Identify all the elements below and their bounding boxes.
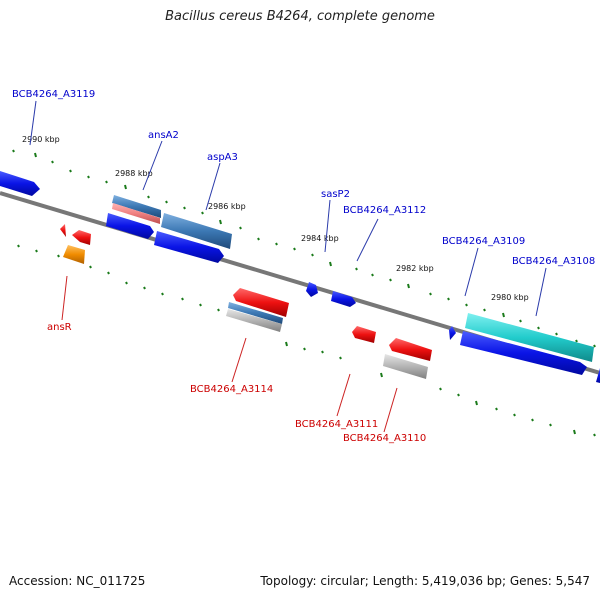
gene-feature-A3108[interactable] [460,331,587,375]
kbp-label-2986: 2986 kbp [208,202,246,211]
leader-ansR [61,275,68,321]
gene-feature-A3114-bar[interactable] [228,302,283,324]
gene-feature-sasP2[interactable] [306,282,318,297]
leader-A3114 [231,337,247,383]
gene-feature-A3110-gray[interactable] [383,354,428,379]
gene-features [0,171,600,383]
gene-feature-edge[interactable] [596,368,600,383]
gene-feature-A3114-gray[interactable] [226,309,282,332]
leader-ansA2 [142,140,163,191]
gene-label-A3114[interactable]: BCB4264_A3114 [190,384,273,395]
leader-A3111 [336,373,351,417]
kbp-label-2982: 2982 kbp [396,264,434,273]
gene-feature-aspA3-bar[interactable] [161,213,232,249]
gene-feature-A3119[interactable] [0,171,40,196]
gene-feature-ansR-small[interactable] [60,224,66,237]
gene-label-aspA3[interactable]: aspA3 [207,152,238,163]
leader-sasP2 [324,199,331,253]
leader-aspA3 [205,162,221,211]
gene-feature-A3114[interactable] [233,288,289,317]
gene-label-ansR[interactable]: ansR [47,322,72,333]
leader-A3110 [383,387,398,433]
map-title-overlay: Bacillus cereus B4264, complete genome [165,9,435,24]
gene-label-A3109[interactable]: BCB4264_A3109 [442,236,525,247]
gene-label-A3112[interactable]: BCB4264_A3112 [343,205,426,216]
leader-A3119 [29,100,37,146]
gene-feature-A3110[interactable] [389,338,432,361]
gene-label-ansA2[interactable]: ansA2 [148,130,179,141]
gene-label-A3119[interactable]: BCB4264_A3119 [12,89,95,100]
gene-feature-A3112[interactable] [331,291,356,307]
gene-feature-A3109-arrow[interactable] [449,326,456,340]
leader-A3109 [464,247,479,297]
kbp-label-2990: 2990 kbp [22,135,60,144]
gene-label-A3108[interactable]: BCB4264_A3108 [512,256,595,267]
gene-feature-A3111[interactable] [352,326,376,343]
genome-info-text: Topology: circular; Length: 5,419,036 bp… [260,574,590,588]
gene-feature-aspA3[interactable] [154,231,224,263]
gene-feature-ansR[interactable] [63,245,85,264]
gene-label-A3110[interactable]: BCB4264_A3110 [343,433,426,444]
forward-tick-row [12,149,596,348]
gene-feature-ansA2[interactable] [106,213,154,239]
reverse-tick-row [17,244,596,437]
gene-label-sasP2[interactable]: sasP2 [321,189,350,200]
kbp-label-2988: 2988 kbp [115,169,153,178]
gene-feature-ansR-red[interactable] [72,230,91,245]
accession-text: Accession: NC_011725 [9,574,146,588]
leader-A3108 [535,267,547,317]
gene-feature-ansA2-pink[interactable] [112,203,160,224]
kbp-label-2980: 2980 kbp [491,293,529,302]
gene-label-A3111[interactable]: BCB4264_A3111 [295,419,378,430]
leader-A3112 [356,218,379,262]
kbp-label-2984: 2984 kbp [301,234,339,243]
gene-feature-A3109[interactable] [465,313,594,362]
gene-feature-ansA2-bar[interactable] [112,195,161,218]
